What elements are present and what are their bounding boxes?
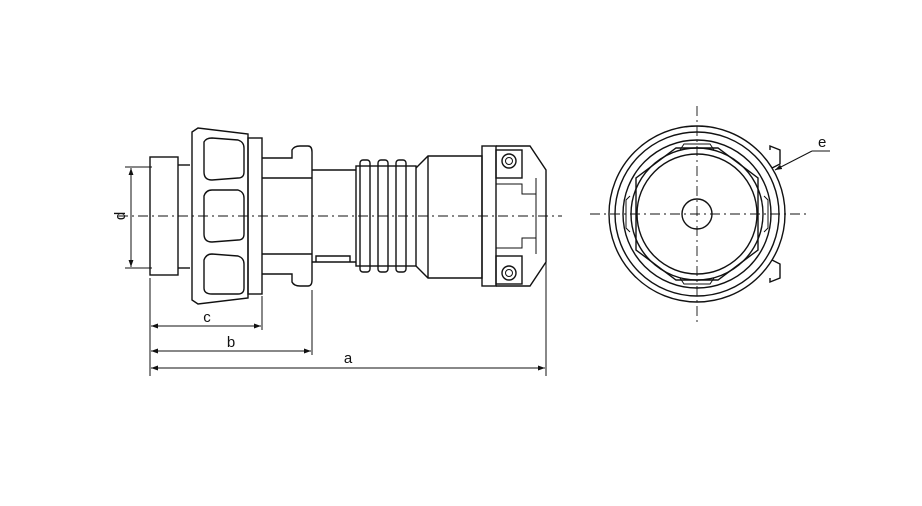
label-a: a [344, 350, 353, 367]
ribbed-sleeve [355, 159, 417, 273]
body-section [262, 145, 313, 287]
neck-section [312, 169, 356, 263]
flange [247, 137, 263, 295]
dimension-d: d [112, 166, 152, 269]
clamp-screw-bottom [501, 265, 517, 281]
front-view: e [590, 106, 830, 326]
label-e: e [818, 134, 826, 151]
clamp-screw-top [501, 153, 517, 169]
center-pin [681, 198, 713, 230]
outer-ring-inner [614, 131, 780, 297]
inner-ring [630, 147, 764, 281]
dimension-c: c [151, 309, 261, 329]
callout-e: e [774, 134, 830, 171]
extension-lines [149, 190, 547, 376]
lug-bottom [769, 259, 781, 284]
rear-body [415, 155, 483, 279]
body-ring [622, 139, 772, 289]
label-b: b [227, 334, 235, 351]
lug-top [769, 144, 781, 169]
cable-clamp [481, 145, 547, 287]
outer-ring [608, 125, 786, 303]
side-view: d c b a [112, 127, 562, 376]
label-c: c [203, 309, 211, 326]
front-cap [149, 156, 190, 276]
label-d: d [112, 212, 129, 220]
coupling-nut [191, 127, 249, 305]
inner-ring-2 [636, 153, 758, 275]
dimension-a: a [151, 350, 545, 371]
dimension-b: b [151, 334, 311, 354]
